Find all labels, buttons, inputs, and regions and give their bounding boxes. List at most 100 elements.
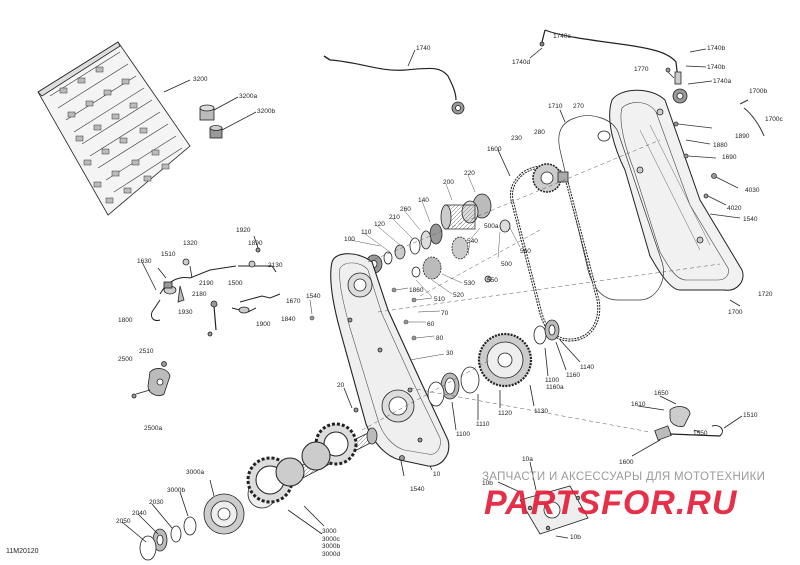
part-callout-label: 10b <box>482 480 493 487</box>
part-callout-label: 1880 <box>713 142 728 149</box>
part-callout-label: 1900 <box>256 321 271 328</box>
part-callout-label: 1720 <box>758 291 773 298</box>
part-callout-label: 3200a <box>239 93 258 100</box>
cover-1700 <box>609 89 744 307</box>
part-callout-label: 1930 <box>178 309 193 316</box>
part-callout-label: 10a <box>522 456 533 463</box>
gear-1120 <box>427 319 581 431</box>
part-callout-label: 210 <box>389 214 400 221</box>
part-callout-label: 2500a <box>144 425 163 432</box>
part-callout-label: 540 <box>467 238 478 245</box>
part-callout-label: 1510 <box>161 251 176 258</box>
part-callout-label: 1160 <box>566 372 580 379</box>
part-callout-label: 110 <box>361 229 372 236</box>
part-callout-label: 1920 <box>236 227 251 234</box>
part-callout-label: 1740b <box>707 45 726 52</box>
diagram-reference-number: 11M20120 <box>6 548 39 555</box>
part-callout-label: 530 <box>464 280 475 287</box>
gasket-1710 <box>558 109 664 301</box>
part-callout-label: 1700b <box>749 88 768 95</box>
part-callout-label: 510 <box>434 296 445 303</box>
alignment-lines <box>361 139 721 433</box>
cable-1740c <box>529 29 713 104</box>
part-callout-label: 270 <box>573 103 584 110</box>
part-callout-label: 1770 <box>634 66 649 73</box>
part-callout-label: 1650 <box>654 390 669 397</box>
part-callout-label: 2510 <box>139 348 154 355</box>
part-callout-label: 1890 <box>735 133 750 140</box>
part-3200b <box>209 111 257 139</box>
part-callout-label: 1100 <box>456 431 470 438</box>
watermark-caption: ЗАПЧАСТИ И АКСЕССУАРЫ ДЛЯ МОТОТЕХНИКИ <box>482 471 766 483</box>
part-callout-label: 1670 <box>286 298 301 305</box>
part-callout-label: 1700c <box>765 116 783 123</box>
part-callout-label: 1710 <box>548 103 563 110</box>
part-callout-label: 1540 <box>743 216 758 223</box>
flange-3000a <box>203 479 245 535</box>
part-callout-label: 550 <box>487 277 498 284</box>
part-callout-label: 2190 <box>199 280 214 287</box>
part-callout-label: 1740b <box>707 64 726 71</box>
part-callout-label: 1110 <box>476 421 490 428</box>
part-callout-label: 4030 <box>745 187 760 194</box>
part-callout-label: 60 <box>427 321 435 328</box>
part-callout-label: 100 <box>344 236 355 243</box>
part-callout-label: 1320 <box>183 240 198 247</box>
part-callout-label: 200 <box>443 179 454 186</box>
part-callout-label: 230 <box>511 135 522 142</box>
part-callout-label: 1740 <box>416 45 431 52</box>
part-callout-label: 2500 <box>118 356 133 363</box>
part-callout-label: 30 <box>446 350 454 357</box>
shaft-3000 <box>246 422 378 535</box>
part-callout-label: 3200 <box>193 76 208 83</box>
part-callout-label: 280 <box>534 129 545 136</box>
part-3200a <box>199 96 239 121</box>
part-callout-label: 1600 <box>487 146 502 153</box>
part-callout-label: 1540 <box>410 486 425 493</box>
part-callout-label: 120 <box>374 221 385 228</box>
part-callout-label: 2040 <box>132 510 147 517</box>
part-callout-label: 20 <box>337 382 345 389</box>
part-callout-label: 1800 <box>118 317 133 324</box>
plate-10a <box>497 461 589 539</box>
washers-2030-2050 <box>121 503 182 561</box>
part-callout-label: 10 <box>433 471 441 478</box>
part-callout-label: 1160a <box>546 384 564 391</box>
part-callout-label: 1500 <box>228 280 243 287</box>
part-callout-label: 1630 <box>137 258 152 265</box>
part-callout-label: 80 <box>436 335 444 342</box>
part-callout-label: 1100 <box>545 377 559 384</box>
part-callout-label: 10b <box>570 534 581 541</box>
part-callout-label: 3000c <box>322 536 340 543</box>
part-callout-label: 140 <box>418 197 429 204</box>
part-callout-label: 560 <box>520 248 531 255</box>
part-callout-label: 1740d <box>512 59 531 66</box>
part-callout-label: 1890 <box>248 240 263 247</box>
part-callout-label: 1610 <box>631 401 646 408</box>
part-callout-label: 3200b <box>257 108 276 115</box>
part-callout-label: 1120 <box>498 410 512 417</box>
part-callout-label: 1700 <box>728 309 743 316</box>
part-callout-label: 1510 <box>743 412 758 419</box>
bolts-right <box>665 67 765 219</box>
part-callout-label: 2050 <box>116 518 131 525</box>
part-callout-label: 500 <box>501 261 512 268</box>
part-callout-label: 260 <box>400 206 411 213</box>
part-callout-label: 1540 <box>306 293 321 300</box>
part-callout-label: 3000 <box>322 528 337 535</box>
part-callout-label: 3000b <box>167 487 186 494</box>
part-callout-label: 70 <box>441 310 449 317</box>
part-callout-label: 1140 <box>580 364 594 371</box>
part-callout-label: 220 <box>464 170 475 177</box>
part-callout-label: 2030 <box>149 499 164 506</box>
part-callout-label: 4020 <box>727 205 742 212</box>
part-callout-label: 1860 <box>409 287 424 294</box>
part-callout-label: 2130 <box>268 262 283 269</box>
main-case-10 <box>309 253 450 477</box>
part-callout-label: 3000a <box>186 469 205 476</box>
watermark-logo: PARTSFOR.RU <box>484 484 738 522</box>
sprocket-280 <box>532 163 569 193</box>
cable-1740 <box>323 49 465 115</box>
bracket-2500 <box>131 361 171 399</box>
